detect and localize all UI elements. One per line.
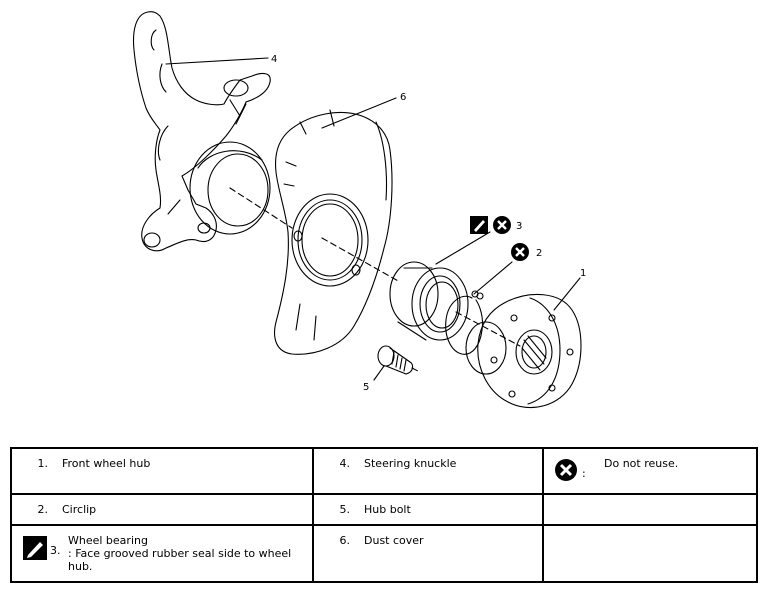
legend-cell: 6. Dust cover bbox=[312, 524, 544, 583]
legend-row: 2. Circlip 5. Hub bolt bbox=[10, 493, 758, 526]
dust-cover bbox=[274, 109, 393, 355]
legend-text: Hub bolt bbox=[364, 503, 411, 516]
legend-table: 1. Front wheel hub 4. Steering knuckle : Do… bbox=[10, 447, 758, 583]
legend-cell-empty bbox=[542, 493, 758, 526]
hub-bolt bbox=[377, 345, 414, 375]
callout-6: 6 bbox=[400, 92, 406, 103]
icon-colon: : bbox=[582, 467, 586, 480]
legend-note: : Face grooved rubber seal side to wheel… bbox=[68, 547, 292, 573]
callout-3: 3 bbox=[516, 221, 522, 232]
callout-4: 4 bbox=[271, 54, 277, 65]
legend-cell: 5. Hub bolt bbox=[312, 493, 544, 526]
callout-2: 2 bbox=[536, 248, 542, 259]
note-pen-icon bbox=[22, 534, 48, 562]
legend-cell-empty bbox=[542, 524, 758, 583]
legend-number: 4. bbox=[339, 457, 351, 470]
legend-row: 1. Front wheel hub 4. Steering knuckle : Do… bbox=[10, 447, 758, 495]
legend-text: Front wheel hub bbox=[62, 457, 151, 470]
legend-number: 2. bbox=[37, 503, 49, 516]
callout-5: 5 bbox=[363, 382, 369, 393]
legend-cell: 1. Front wheel hub bbox=[10, 447, 314, 495]
legend-number: 5. bbox=[339, 503, 351, 516]
legend-number: 3. bbox=[50, 544, 61, 557]
legend-row: 3. Wheel bearing: Face grooved rubber sea… bbox=[10, 524, 758, 583]
assembly-center-lines bbox=[229, 187, 521, 373]
legend-number: 1. bbox=[37, 457, 49, 470]
do-not-reuse-icon bbox=[554, 457, 580, 485]
legend-text: Wheel bearing bbox=[68, 534, 148, 547]
legend-text: Circlip bbox=[62, 503, 97, 516]
legend-number: 6. bbox=[339, 534, 351, 547]
legend-cell: 2. Circlip bbox=[10, 493, 314, 526]
do-not-reuse-icon bbox=[493, 216, 511, 234]
legend-cell: : Do not reuse. bbox=[542, 447, 758, 495]
exploded-view-diagram: 4 6 3 2 1 5 bbox=[132, 11, 586, 409]
steering-knuckle bbox=[132, 11, 271, 252]
wheel-bearing bbox=[389, 261, 469, 341]
leader-lines bbox=[165, 57, 581, 381]
front-wheel-hub bbox=[465, 293, 582, 409]
legend-text-block: Wheel bearing: Face grooved rubber seal … bbox=[68, 534, 296, 573]
legend-cell: 3. Wheel bearing: Face grooved rubber sea… bbox=[10, 524, 314, 583]
legend-cell: 4. Steering knuckle bbox=[312, 447, 544, 495]
do-not-reuse-icon bbox=[511, 243, 529, 261]
callout-1: 1 bbox=[580, 268, 586, 279]
legend-text: Do not reuse. bbox=[604, 457, 679, 470]
legend-text: Steering knuckle bbox=[364, 457, 457, 470]
circlip bbox=[445, 290, 484, 355]
note-pen-icon bbox=[470, 216, 488, 234]
legend-text: Dust cover bbox=[364, 534, 424, 547]
